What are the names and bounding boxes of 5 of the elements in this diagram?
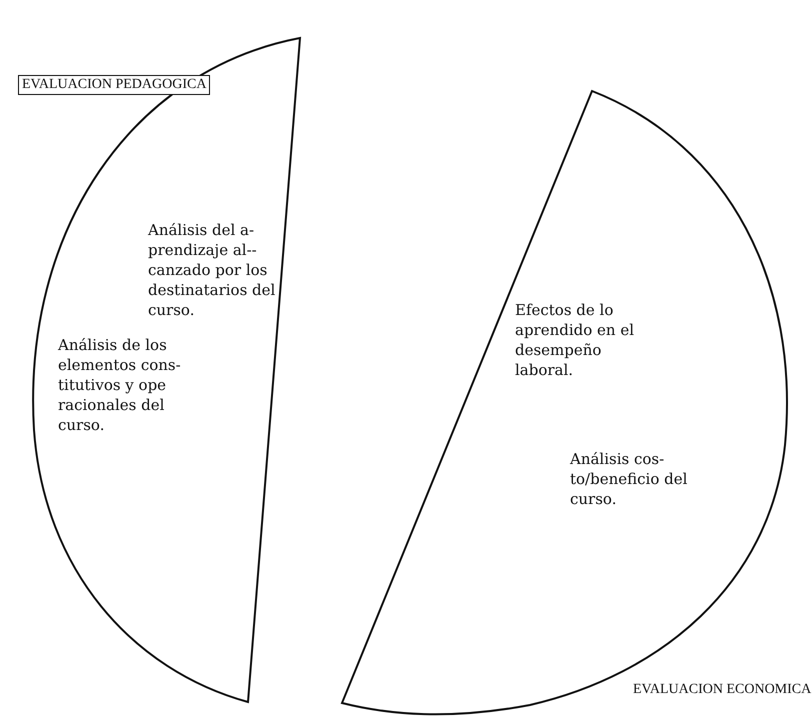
- description-text: Análisis cos- to/beneficio del curso.: [570, 449, 688, 509]
- description-text: Análisis de los elementos cons- titutivos y ope racionales del curso.: [58, 335, 182, 435]
- description-text: Efectos de lo aprendido en el desempeño laboral.: [515, 300, 636, 380]
- section-heading: EVALUACION PEDAGOGICA: [18, 75, 210, 95]
- description-text: Análisis del a- prendizaje al-- canzado por los destinatarios del curso.: [148, 220, 276, 320]
